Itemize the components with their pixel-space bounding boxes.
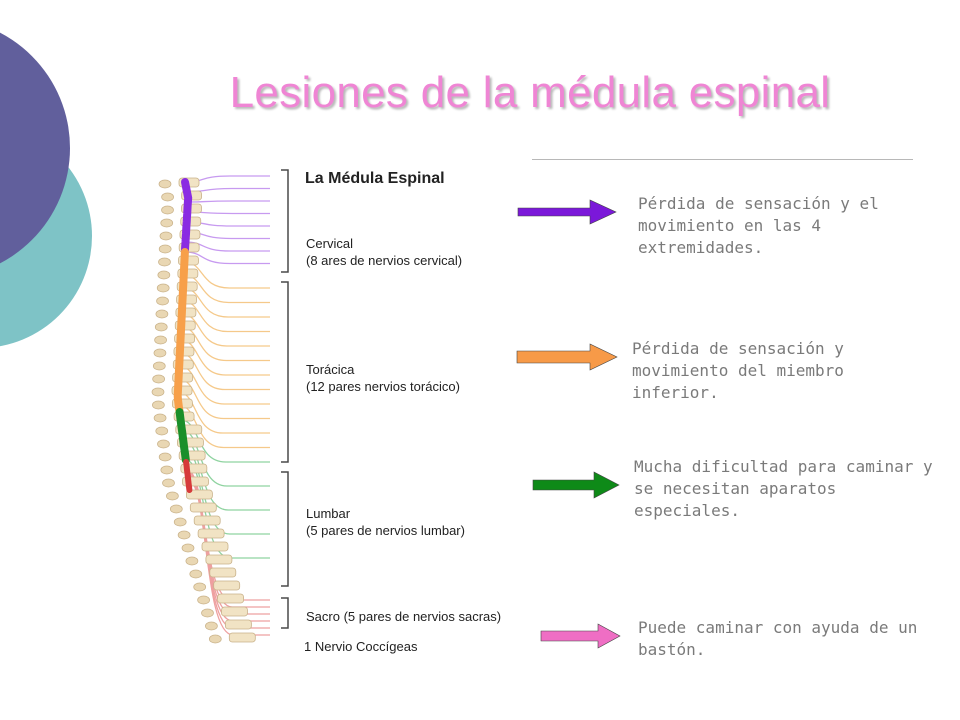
vertebra [213, 580, 241, 591]
label-sacral: Sacro (5 pares de nervios sacras) [306, 609, 501, 624]
bracket-thoracic [281, 281, 289, 463]
diagram-heading: La Médula Espinal [305, 170, 445, 187]
vertebra [217, 593, 245, 604]
vertebra [193, 515, 221, 526]
spinous-process [197, 595, 210, 605]
spinous-process [154, 322, 168, 332]
slide-title: Lesiones de la médula espinal [229, 68, 831, 117]
spinous-process [157, 439, 170, 449]
spinous-process [151, 387, 165, 397]
spinous-process [169, 504, 183, 514]
vertebra [228, 632, 256, 643]
title-divider [532, 159, 913, 160]
region-brackets [281, 169, 289, 629]
nerve-thoracic [181, 313, 270, 347]
nerve-thoracic [179, 352, 270, 391]
vertebra [221, 606, 248, 617]
effect-text-cervical: Pérdida de sensación y el movimiento en … [638, 194, 879, 257]
spinal-cord [173, 178, 193, 493]
effect-text-sacral: Puede caminar con ayuda de un bastón. [638, 618, 918, 659]
spinous-process [158, 179, 172, 189]
effect-arrows [516, 199, 621, 649]
effect-text-thoracic: Pérdida de sensación y movimiento del mi… [632, 339, 844, 402]
spinous-process [152, 400, 165, 410]
cord-cervical [181, 178, 193, 254]
spinous-process [161, 192, 174, 202]
spinous-process [154, 335, 167, 345]
vertebra [185, 489, 213, 500]
spinous-process [201, 608, 214, 618]
nerve-cervical [187, 200, 270, 203]
spinous-process [158, 244, 172, 254]
spinous-process [173, 517, 187, 527]
label-thoracic-detail: (12 pares nervios torácico) [306, 379, 460, 394]
cord-lumbar [175, 408, 190, 464]
spinous-process [152, 361, 166, 371]
nerve-thoracic [180, 339, 270, 376]
spinous-process [159, 231, 173, 241]
label-cervical: Cervical [306, 236, 353, 251]
arrow-cervical [517, 199, 617, 225]
nerve-cervical [184, 251, 270, 265]
spinous-process [166, 491, 179, 501]
spinous-process [160, 465, 174, 475]
bracket-cervical [281, 169, 289, 273]
spinous-process [205, 621, 218, 631]
arrow-lumbar [532, 471, 620, 499]
spinous-process [189, 569, 203, 579]
spinous-process [181, 543, 195, 553]
decor-circle-purple [0, 32, 70, 264]
spinous-process [156, 296, 169, 306]
nerve-thoracic [179, 365, 270, 405]
nerve-sacral [187, 479, 270, 636]
nerve-lumbar [183, 439, 270, 511]
vertebra [224, 619, 252, 630]
spinous-process [155, 309, 169, 319]
vertebra [205, 554, 233, 565]
cord-thoracic [173, 248, 189, 416]
label-coccygeal: 1 Nervio Coccígeas [304, 639, 418, 654]
vertebra [197, 528, 225, 539]
spinous-process [152, 374, 165, 384]
spinous-process [193, 582, 207, 592]
spinous-process [153, 348, 167, 358]
label-lumbar-detail: (5 pares de nervios lumbar) [306, 523, 465, 538]
spinous-process [160, 218, 174, 228]
label-thoracic: Torácica [306, 362, 355, 377]
spinous-process [156, 283, 170, 293]
spinous-process [158, 452, 172, 462]
vertebra [201, 541, 229, 552]
arrow-thoracic [516, 343, 618, 371]
spinous-process [155, 426, 169, 436]
vertebral-column [151, 177, 256, 644]
vertebra [209, 567, 237, 578]
effect-text-lumbar: Mucha dificultad para caminar y se neces… [634, 457, 933, 520]
spinous-process [161, 205, 174, 215]
spinous-process [162, 478, 175, 488]
spinous-process [158, 257, 171, 267]
arrow-sacral [540, 623, 621, 649]
spinous-process [157, 270, 171, 280]
cord-sacral [183, 459, 193, 493]
nerve-cervical [185, 241, 270, 252]
vertebra [189, 502, 217, 513]
label-cervical-detail: (8 ares de nervios cervical) [306, 253, 462, 268]
spinous-process [208, 634, 222, 644]
bracket-lumbar [281, 471, 289, 587]
spinous-process [153, 413, 167, 423]
spinous-process [185, 556, 199, 566]
spinous-process [177, 530, 191, 540]
bracket-sacral [281, 597, 289, 629]
label-lumbar: Lumbar [306, 506, 351, 521]
